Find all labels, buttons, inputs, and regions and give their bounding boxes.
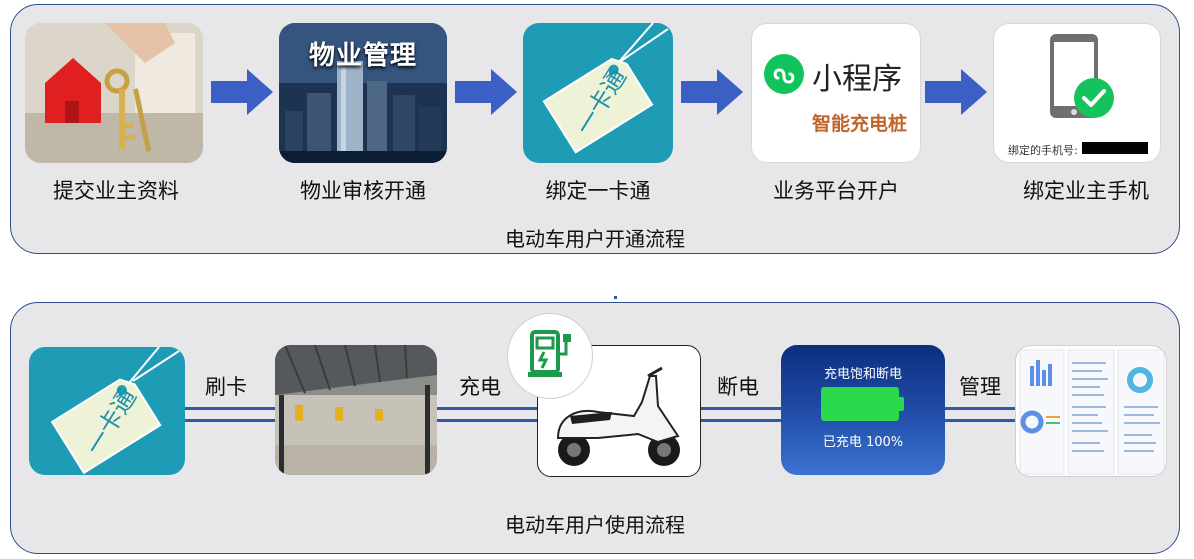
phone-tile: 绑定的手机号: (993, 23, 1161, 163)
arrow-right-icon (211, 69, 273, 115)
battery-icon (821, 387, 899, 421)
connector-line (701, 419, 781, 422)
battery-status-top: 充电饱和断电 (823, 367, 902, 382)
connector-line (437, 407, 537, 410)
connector-line (945, 407, 1015, 410)
bound-phone-label: 绑定的手机号: (1008, 144, 1078, 157)
arrow-right-icon (681, 69, 743, 115)
activation-flow-panel: 提交业主资料 物业管理 物业审核开通 (10, 4, 1180, 254)
charger-plug-icon (507, 313, 593, 399)
divider-dot (614, 296, 617, 299)
activation-flow-title: 电动车用户开通流程 (505, 227, 685, 251)
property-title: 物业管理 (308, 41, 417, 71)
phone-number-redaction (1082, 142, 1148, 154)
connector-line (185, 407, 275, 410)
property-building-photo: 物业管理 (279, 23, 447, 163)
check-icon (1074, 78, 1114, 118)
usage-label-manage: 管理 (959, 375, 1001, 399)
step-caption-review: 物业审核开通 (300, 179, 426, 203)
card-tag-tile: 一卡通 (523, 23, 673, 163)
step-caption-bind-card: 绑定一卡通 (545, 179, 651, 203)
card-tag-tile: 一卡通 (29, 347, 185, 475)
battery-tip (899, 397, 904, 411)
connector-line (437, 419, 537, 422)
usage-label-swipe: 刷卡 (205, 375, 247, 399)
connector-line (701, 407, 781, 410)
usage-label-cutoff: 断电 (717, 375, 759, 399)
dashboard-screenshot (1015, 345, 1167, 477)
battery-full-panel: 充电饱和断电 已充电 100% (781, 345, 945, 475)
step-caption-open-account: 业务平台开户 (773, 179, 899, 203)
battery-status-bottom: 已充电 100% (822, 435, 904, 450)
step-caption-bind-phone: 绑定业主手机 (1023, 179, 1149, 203)
usage-flow-title: 电动车用户使用流程 (505, 513, 685, 537)
mini-program-tile: 小程序 智能充电桩 (751, 23, 921, 163)
arrow-right-icon (925, 69, 987, 115)
usage-flow-panel: 一卡通 刷卡 充电 (10, 302, 1180, 554)
connector-line (185, 419, 275, 422)
mini-program-subtitle: 智能充电桩 (812, 113, 908, 135)
step-caption-submit: 提交业主资料 (53, 179, 179, 203)
house-keys-photo (25, 23, 203, 163)
connector-line (945, 419, 1015, 422)
mini-program-name: 小程序 (812, 62, 902, 97)
mini-program-logo-icon (764, 54, 804, 94)
arrow-right-icon (455, 69, 517, 115)
usage-label-charge: 充电 (459, 375, 501, 399)
charging-shed-photo (275, 345, 437, 475)
